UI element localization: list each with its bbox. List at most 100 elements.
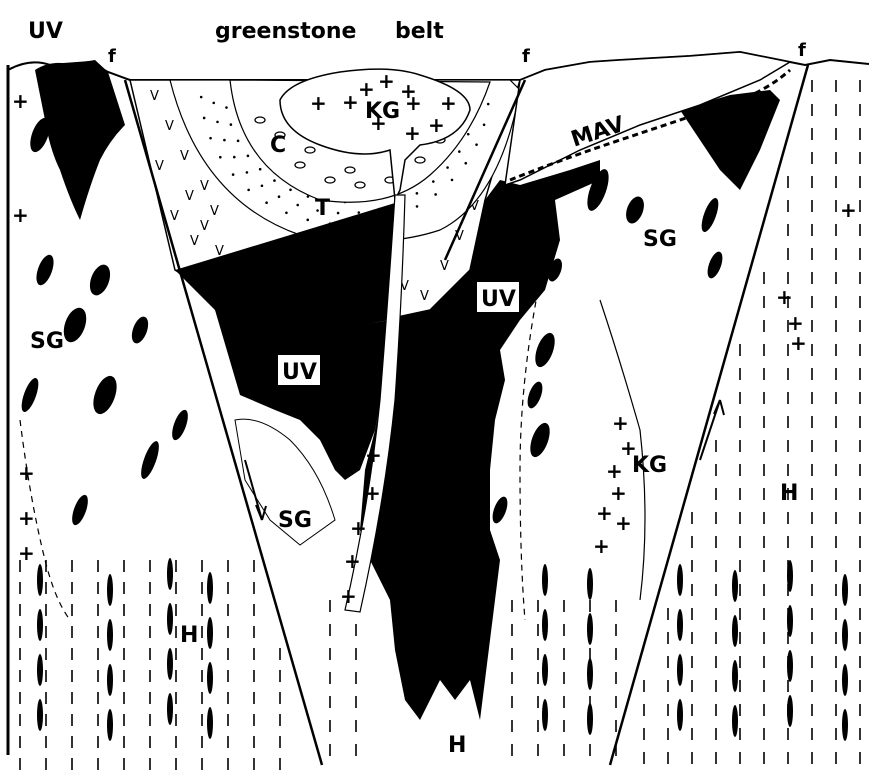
black-raft [18, 376, 42, 414]
gneiss-lens [542, 564, 548, 596]
gneiss-lens [167, 558, 173, 590]
plus-mark: + [840, 198, 857, 222]
black-raft [89, 373, 121, 417]
plus-mark: + [404, 121, 421, 145]
mav-center-label: MAV [268, 273, 322, 298]
tuff-dot [237, 140, 240, 143]
gneiss-lens [842, 709, 848, 741]
black-raft [531, 330, 558, 369]
gneiss-lens [167, 603, 173, 635]
belt-title-label: belt [395, 19, 444, 44]
gneiss-lens [587, 613, 593, 645]
gneiss-lens [587, 703, 593, 735]
gneiss-lens [587, 568, 593, 600]
plus-mark: + [365, 443, 382, 467]
tuff-dot [247, 155, 250, 158]
gneiss-lens [677, 699, 683, 731]
plus-mark: + [620, 436, 637, 460]
tuff-dot [285, 211, 288, 214]
gneiss-lens [787, 560, 793, 592]
tuff-dot [230, 123, 233, 126]
plus-mark: + [18, 541, 35, 565]
tuff-dot [467, 133, 470, 136]
plus-mark: + [606, 459, 623, 483]
greenstone-title-label: greenstone [215, 19, 356, 44]
fault-mark-center: f [522, 46, 530, 67]
gneiss-lens [542, 609, 548, 641]
fault-mark-right: f [798, 40, 806, 61]
plus-mark: + [615, 511, 632, 535]
h-bottom-label: H [448, 733, 466, 758]
tuff-dot [278, 195, 281, 198]
v-mark: V [190, 234, 199, 249]
tuff-dot [223, 139, 226, 142]
gneiss-lens [732, 615, 738, 647]
black-raft [525, 380, 546, 410]
tuff-dot [261, 184, 264, 187]
v-mark: V [180, 149, 189, 164]
plus-mark: + [18, 461, 35, 485]
tuff-dot [265, 201, 268, 204]
plus-mark: + [440, 91, 457, 115]
fault-arrow-right-head [714, 400, 724, 415]
tuff-dot [451, 179, 454, 182]
black-raft [169, 408, 191, 442]
black-raft [69, 493, 91, 527]
tuff-dot [446, 166, 449, 169]
black-raft [86, 262, 114, 298]
plus-mark: + [310, 91, 327, 115]
tuff-dot [216, 121, 219, 124]
gneiss-lens [787, 695, 793, 727]
gneiss-lens [542, 699, 548, 731]
tuff-dot [212, 102, 215, 105]
tuff-dot [475, 143, 478, 146]
tuff-dot [306, 219, 309, 222]
gneiss-lens [107, 664, 113, 696]
gneiss-lens [37, 654, 43, 686]
tuff-dot [225, 106, 228, 109]
kg-right-label: KG [632, 453, 667, 478]
plus-mark: + [340, 584, 357, 608]
black-raft [698, 196, 722, 234]
v-mark: V [185, 189, 194, 204]
v-mark: V [440, 259, 449, 274]
gneiss-lens [107, 619, 113, 651]
tuff-dot [232, 173, 235, 176]
fault-mark-left: f [108, 46, 116, 67]
c-label: C [270, 133, 286, 158]
tuff-dot [209, 137, 212, 140]
t-label: T [315, 196, 330, 221]
gneiss-lens [842, 664, 848, 696]
plus-mark: + [593, 534, 610, 558]
black-raft [526, 420, 553, 459]
v-mark: V [210, 204, 219, 219]
v-mark: V [150, 89, 159, 104]
gneiss-lens [732, 705, 738, 737]
gneiss-lens [207, 662, 213, 694]
sg-left-label: SG [30, 329, 64, 354]
black-raft [129, 314, 152, 345]
tuff-dot [487, 103, 490, 106]
tuff-dot [247, 189, 250, 192]
black-raft [705, 250, 726, 280]
v-mark: V [200, 179, 209, 194]
gneiss-lens [787, 605, 793, 637]
tuff-dot [432, 180, 435, 183]
tuff-dot [458, 150, 461, 153]
tuff-dot [219, 156, 222, 159]
gneiss-lens [37, 699, 43, 731]
gneiss-lens [587, 658, 593, 690]
v-mark: V [200, 219, 209, 234]
gneiss-lens [207, 572, 213, 604]
gneiss-lens [842, 619, 848, 651]
tuff-dot [246, 171, 249, 174]
plus-mark: + [342, 90, 359, 114]
plus-mark: + [12, 89, 29, 113]
plus-mark: + [364, 481, 381, 505]
v-mark: V [170, 209, 179, 224]
black-raft [490, 495, 511, 525]
plus-mark: + [358, 77, 375, 101]
tuff-dot [357, 211, 360, 214]
black-raft [138, 439, 163, 481]
